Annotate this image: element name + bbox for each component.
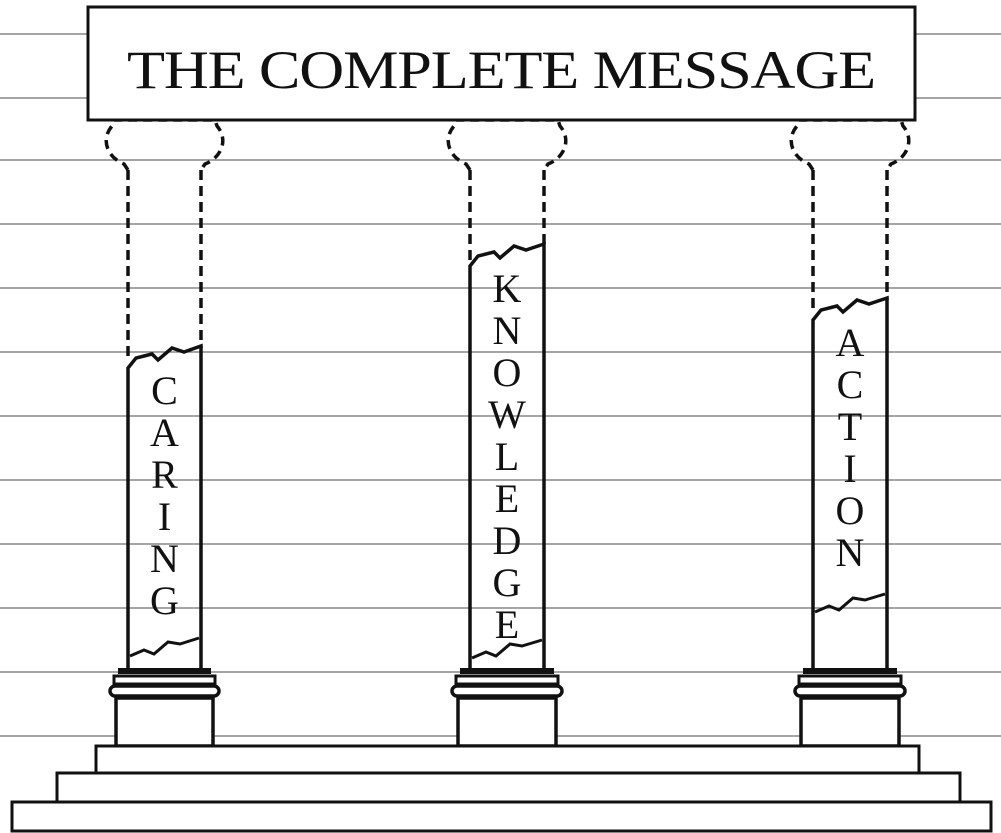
pillar-plinth bbox=[116, 698, 213, 746]
pillar-base-ring bbox=[460, 668, 554, 674]
pillar-label-letter: O bbox=[836, 488, 865, 533]
step-middle bbox=[57, 773, 960, 802]
pillar-label-letter: N bbox=[836, 530, 865, 575]
pillar-base-torus bbox=[799, 676, 901, 684]
pillar-label-letter: C bbox=[837, 362, 864, 407]
pillar-plinth bbox=[458, 698, 556, 746]
title-lintel: THE COMPLETE MESSAGE bbox=[88, 7, 915, 120]
pillar-label-letter: I bbox=[843, 446, 856, 491]
pillar-label-letter: N bbox=[493, 308, 522, 353]
pillar-lower-break bbox=[130, 638, 199, 656]
step-top bbox=[96, 746, 919, 773]
pillar-label-letter: L bbox=[495, 434, 519, 479]
pillar-lower-break bbox=[815, 594, 885, 612]
title-text: THE COMPLETE MESSAGE bbox=[127, 40, 875, 100]
pillar-label-letter: D bbox=[493, 518, 522, 563]
pillar-base-torus bbox=[114, 676, 215, 684]
pillar-plinth bbox=[801, 698, 899, 746]
pillar-label-letter: G bbox=[150, 578, 179, 623]
pillar-label-letter: C bbox=[151, 368, 178, 413]
pillar-label-letter: G bbox=[493, 560, 522, 605]
step-bottom bbox=[12, 802, 991, 831]
pillar-label-letter: O bbox=[493, 350, 522, 395]
pillar-label-letter: A bbox=[836, 320, 865, 365]
pillar-label-letter: A bbox=[150, 410, 179, 455]
pillar-label-letter: E bbox=[495, 602, 519, 647]
pillar-base-molding bbox=[110, 686, 219, 696]
pillar-label-letter: I bbox=[158, 494, 171, 539]
pillar-capital-dashed bbox=[448, 120, 566, 170]
pillar-base-molding bbox=[452, 686, 562, 696]
pillar-label-letter: N bbox=[150, 536, 179, 581]
pillar-label-letter: T bbox=[838, 404, 862, 449]
pillar-label-letter: E bbox=[495, 476, 519, 521]
pillar-label-letter: R bbox=[151, 452, 178, 497]
pillar-base-molding bbox=[795, 686, 905, 696]
pillar-base-ring bbox=[118, 668, 211, 674]
pillar-label-letter: W bbox=[488, 392, 526, 437]
pillar-base-ring bbox=[803, 668, 897, 674]
pillar-capital-dashed bbox=[106, 120, 223, 170]
pillar-capital-dashed bbox=[791, 120, 909, 170]
temple-steps bbox=[12, 746, 991, 831]
pillar-base-torus bbox=[456, 676, 558, 684]
pillar-label-letter: K bbox=[493, 266, 522, 311]
